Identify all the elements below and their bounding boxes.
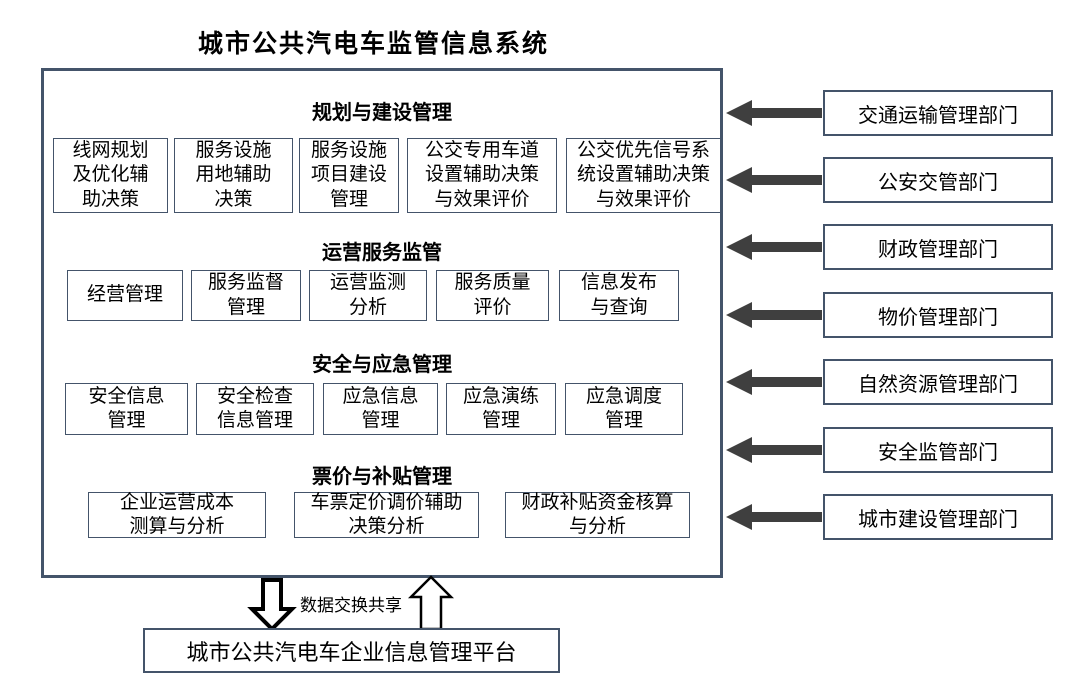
module-business-management: 经营管理 [67, 270, 183, 321]
arrow-urban-construction-to-system [726, 504, 822, 530]
module-facility-project: 服务设施 项目建设 管理 [299, 138, 399, 213]
diagram-title: 城市公共汽电车监管信息系统 [198, 30, 550, 58]
arrow-public-security-to-system [726, 167, 822, 193]
arrow-transport-to-system [726, 100, 822, 126]
data-exchange-label: 数据交换共享 [300, 596, 402, 615]
module-subsidy-accounting: 财政补贴资金核算 与分析 [505, 492, 690, 538]
module-emergency-info: 应急信息 管理 [323, 383, 438, 435]
supervision-system-container: 规划与建设管理 线网规划 及优化辅 助决策 服务设施 用地辅助 决策 服务设施 … [41, 68, 723, 578]
arrow-safety-supervision-to-system [726, 437, 822, 463]
module-service-supervision: 服务监督 管理 [191, 270, 301, 321]
section-header-fare-subsidy: 票价与补贴管理 [312, 466, 452, 488]
dept-box-natural-resources: 自然资源管理部门 [823, 359, 1053, 405]
data-exchange-down-arrow [247, 578, 297, 632]
section-header-safety-emergency: 安全与应急管理 [312, 354, 452, 376]
module-info-publish-query: 信息发布 与查询 [559, 270, 679, 321]
section-header-planning-construction: 规划与建设管理 [312, 102, 452, 124]
section-header-operation-service: 运营服务监管 [322, 242, 442, 264]
module-service-quality: 服务质量 评价 [436, 270, 549, 321]
module-fare-pricing: 车票定价调价辅助 决策分析 [294, 492, 479, 538]
arrow-price-to-system [726, 302, 822, 328]
data-exchange-up-arrow [407, 575, 455, 631]
dept-box-finance: 财政管理部门 [823, 224, 1053, 270]
module-network-planning: 线网规划 及优化辅 助决策 [53, 138, 168, 213]
module-safety-info: 安全信息 管理 [65, 383, 188, 435]
module-emergency-dispatch: 应急调度 管理 [565, 383, 683, 435]
dept-box-urban-construction: 城市建设管理部门 [823, 494, 1053, 540]
dept-box-safety-supervision: 安全监管部门 [823, 427, 1053, 473]
enterprise-platform-box: 城市公共汽电车企业信息管理平台 [143, 628, 560, 673]
dept-box-price: 物价管理部门 [823, 292, 1053, 338]
module-operation-monitoring: 运营监测 分析 [309, 270, 427, 321]
dept-box-public-security: 公安交管部门 [823, 157, 1053, 203]
arrow-finance-to-system [726, 234, 822, 260]
dept-box-transport: 交通运输管理部门 [823, 90, 1053, 136]
module-operating-cost: 企业运营成本 测算与分析 [88, 492, 266, 538]
module-facility-land: 服务设施 用地辅助 决策 [174, 138, 293, 213]
module-signal-priority: 公交优先信号系 统设置辅助决策 与效果评价 [566, 138, 721, 213]
module-safety-inspection: 安全检查 信息管理 [196, 383, 314, 435]
module-bus-lane: 公交专用车道 设置辅助决策 与效果评价 [407, 138, 557, 213]
module-emergency-drill: 应急演练 管理 [446, 383, 556, 435]
arrow-natural-resources-to-system [726, 369, 822, 395]
